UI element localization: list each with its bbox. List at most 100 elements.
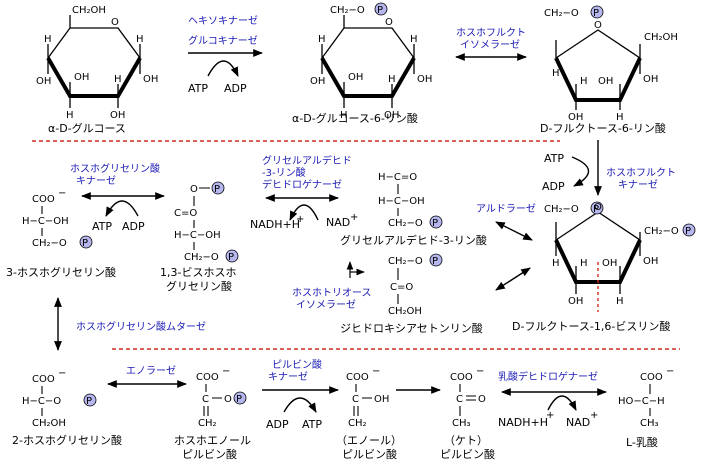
label-f16bp: D-フルクトース-1,6-ビスリン酸: [512, 319, 670, 333]
glucose-structure: [46, 15, 142, 108]
glucose-h2: H: [66, 110, 74, 121]
enzyme-enolase: エノラーゼ: [126, 365, 176, 377]
svg-text:COO: COO: [32, 194, 55, 205]
pk-adp: ADP: [266, 418, 289, 431]
label-keto-line2: ピルビン酸: [440, 447, 495, 461]
svg-text:CH₂−O: CH₂−O: [32, 238, 67, 249]
enzyme-gapdh-line2: -3-リン酸: [262, 166, 306, 179]
gapdh-nad: NAD: [326, 216, 350, 229]
svg-text:H−C−O: H−C−O: [22, 396, 61, 407]
f16bp-oh2: OH: [568, 296, 583, 307]
label-bpg13-line1: 1,3-ビスホスホ: [160, 266, 236, 279]
bpg13-structure: O P C=O H−C−OH CH₂−O P: [174, 181, 239, 263]
svg-text:H−C−OH: H−C−OH: [22, 216, 69, 227]
svg-text:CH₃: CH₃: [452, 418, 471, 429]
dhap-structure: CH₂−O P C=O CH₂OH: [388, 253, 443, 317]
f16bp-ch2o-left: CH₂−O: [544, 204, 579, 215]
enzyme-aldolase: アルドラーゼ: [476, 203, 536, 215]
label-pg2: 2-ホスホグリセリン酸: [12, 433, 122, 447]
enzyme-hexokinase: ヘキソキナーゼ: [188, 15, 258, 27]
gapdh-nadh: NADH+H: [250, 218, 300, 231]
f16bp-p-right: P: [685, 226, 691, 237]
enzyme-gapdh-line1: グリセルアルデヒド: [262, 154, 352, 167]
glucose-oh1: OH: [36, 76, 51, 87]
label-f6p: D-フルクトース-6-リン酸: [540, 121, 666, 135]
label-keto-line1: （ケト）: [444, 434, 488, 447]
svg-text:−: −: [58, 368, 66, 379]
enzyme-pfk-line1: ホスホフルクト: [606, 167, 676, 179]
ldh-nad: NAD: [566, 416, 590, 429]
svg-text:HO−C−H: HO−C−H: [618, 396, 665, 407]
enzyme-tpi-line1: ホスホトリオース: [292, 287, 372, 299]
f16bp-ch2o-right: CH₂−O: [644, 226, 679, 237]
pfk-adp: ADP: [542, 180, 565, 193]
curl-pk: [283, 397, 317, 413]
glucose-h4: H: [136, 34, 144, 45]
ldh-nad-plus: +: [590, 410, 598, 421]
f6p-oh3: OH: [598, 76, 613, 87]
pg2-structure: COO − H−C−O P CH₂OH: [22, 368, 97, 429]
f6p-p: P: [593, 8, 599, 19]
svg-text:O: O: [190, 184, 198, 195]
g6p-h4: H: [410, 34, 418, 45]
ldh-nadh-plus: +: [546, 410, 554, 421]
svg-text:CH₂: CH₂: [348, 418, 367, 429]
g6p-structure: [320, 15, 416, 108]
enol-pyruvate-structure: COO − C OH CH₂: [346, 366, 389, 429]
svg-text:P: P: [86, 396, 92, 407]
f6p-oh2: OH: [568, 112, 583, 123]
hk-adp: ADP: [224, 82, 247, 95]
g6p-oh1: OH: [310, 76, 325, 87]
label-enol-line1: （エノール）: [336, 434, 402, 447]
pgk-atp: ATP: [92, 220, 112, 233]
svg-text:COO: COO: [32, 374, 55, 385]
g6p-oh4: OH: [417, 74, 432, 85]
label-pg3: 3-ホスホグリセリン酸: [6, 265, 116, 279]
curl-pfk: [571, 156, 590, 187]
svg-text:−: −: [476, 366, 484, 377]
svg-text:C=O: C=O: [174, 208, 197, 219]
svg-text:P: P: [228, 252, 234, 263]
svg-text:−: −: [58, 188, 66, 199]
ldh-nadh: NADH+H: [498, 416, 548, 429]
curl-pgk: [105, 200, 139, 217]
glucose-oh4: OH: [143, 74, 158, 85]
f6p-h3: H: [616, 112, 624, 123]
svg-text:CH₂: CH₂: [198, 418, 217, 429]
f16bp-h1: H: [552, 258, 560, 269]
svg-text:O: O: [478, 394, 486, 405]
g6p-ch2o: CH₂−O: [330, 5, 365, 16]
phosphate-f16bp-right: [682, 223, 696, 237]
svg-text:COO: COO: [640, 372, 663, 383]
enzyme-pgk-line2: キナーゼ: [76, 175, 116, 187]
svg-text:H−C−OH: H−C−OH: [378, 196, 425, 207]
g6p-h2: H: [340, 110, 348, 121]
g6p-oh3: OH: [384, 110, 399, 121]
glucose-oh2: OH: [74, 72, 89, 83]
svg-text:CH₂OH: CH₂OH: [388, 306, 422, 317]
f6p-oh1: OH: [643, 74, 658, 85]
svg-text:C=O: C=O: [390, 282, 413, 293]
label-enol-line2: ピルビン酸: [342, 447, 397, 461]
curl-gapdh: [289, 204, 319, 221]
label-dhap: ジヒドロキシアセトンリン酸: [340, 321, 483, 335]
svg-text:COO: COO: [196, 372, 219, 383]
svg-text:H−C=O: H−C=O: [378, 172, 417, 183]
keto-pyruvate-structure: COO − C O CH₃: [450, 366, 486, 429]
label-bpg13-line2: グリセリン酸: [166, 279, 232, 293]
g6p-p: P: [377, 5, 383, 16]
f6p-ch2o: CH₂−O: [544, 8, 579, 19]
f6p-ch2oh: CH₂OH: [644, 32, 678, 43]
enzyme-gapdh-line3: デヒドロゲナーゼ: [262, 178, 342, 191]
pfk-atp: ATP: [544, 152, 564, 165]
g6p-h3: H: [388, 74, 396, 85]
label-g6p: α-D-グルコース-6-リン酸: [292, 111, 418, 125]
svg-text:−: −: [222, 366, 230, 377]
glucose-ch2oh: CH₂OH: [72, 5, 106, 16]
f16bp-oh1: OH: [643, 256, 658, 267]
svg-text:CH₂OH: CH₂OH: [32, 418, 66, 429]
curl-ldh: [547, 395, 577, 411]
f6p-o: O: [594, 20, 602, 31]
hk-atp: ATP: [188, 82, 208, 95]
lactate-structure: COO − HO−C−H CH₃: [618, 366, 674, 429]
